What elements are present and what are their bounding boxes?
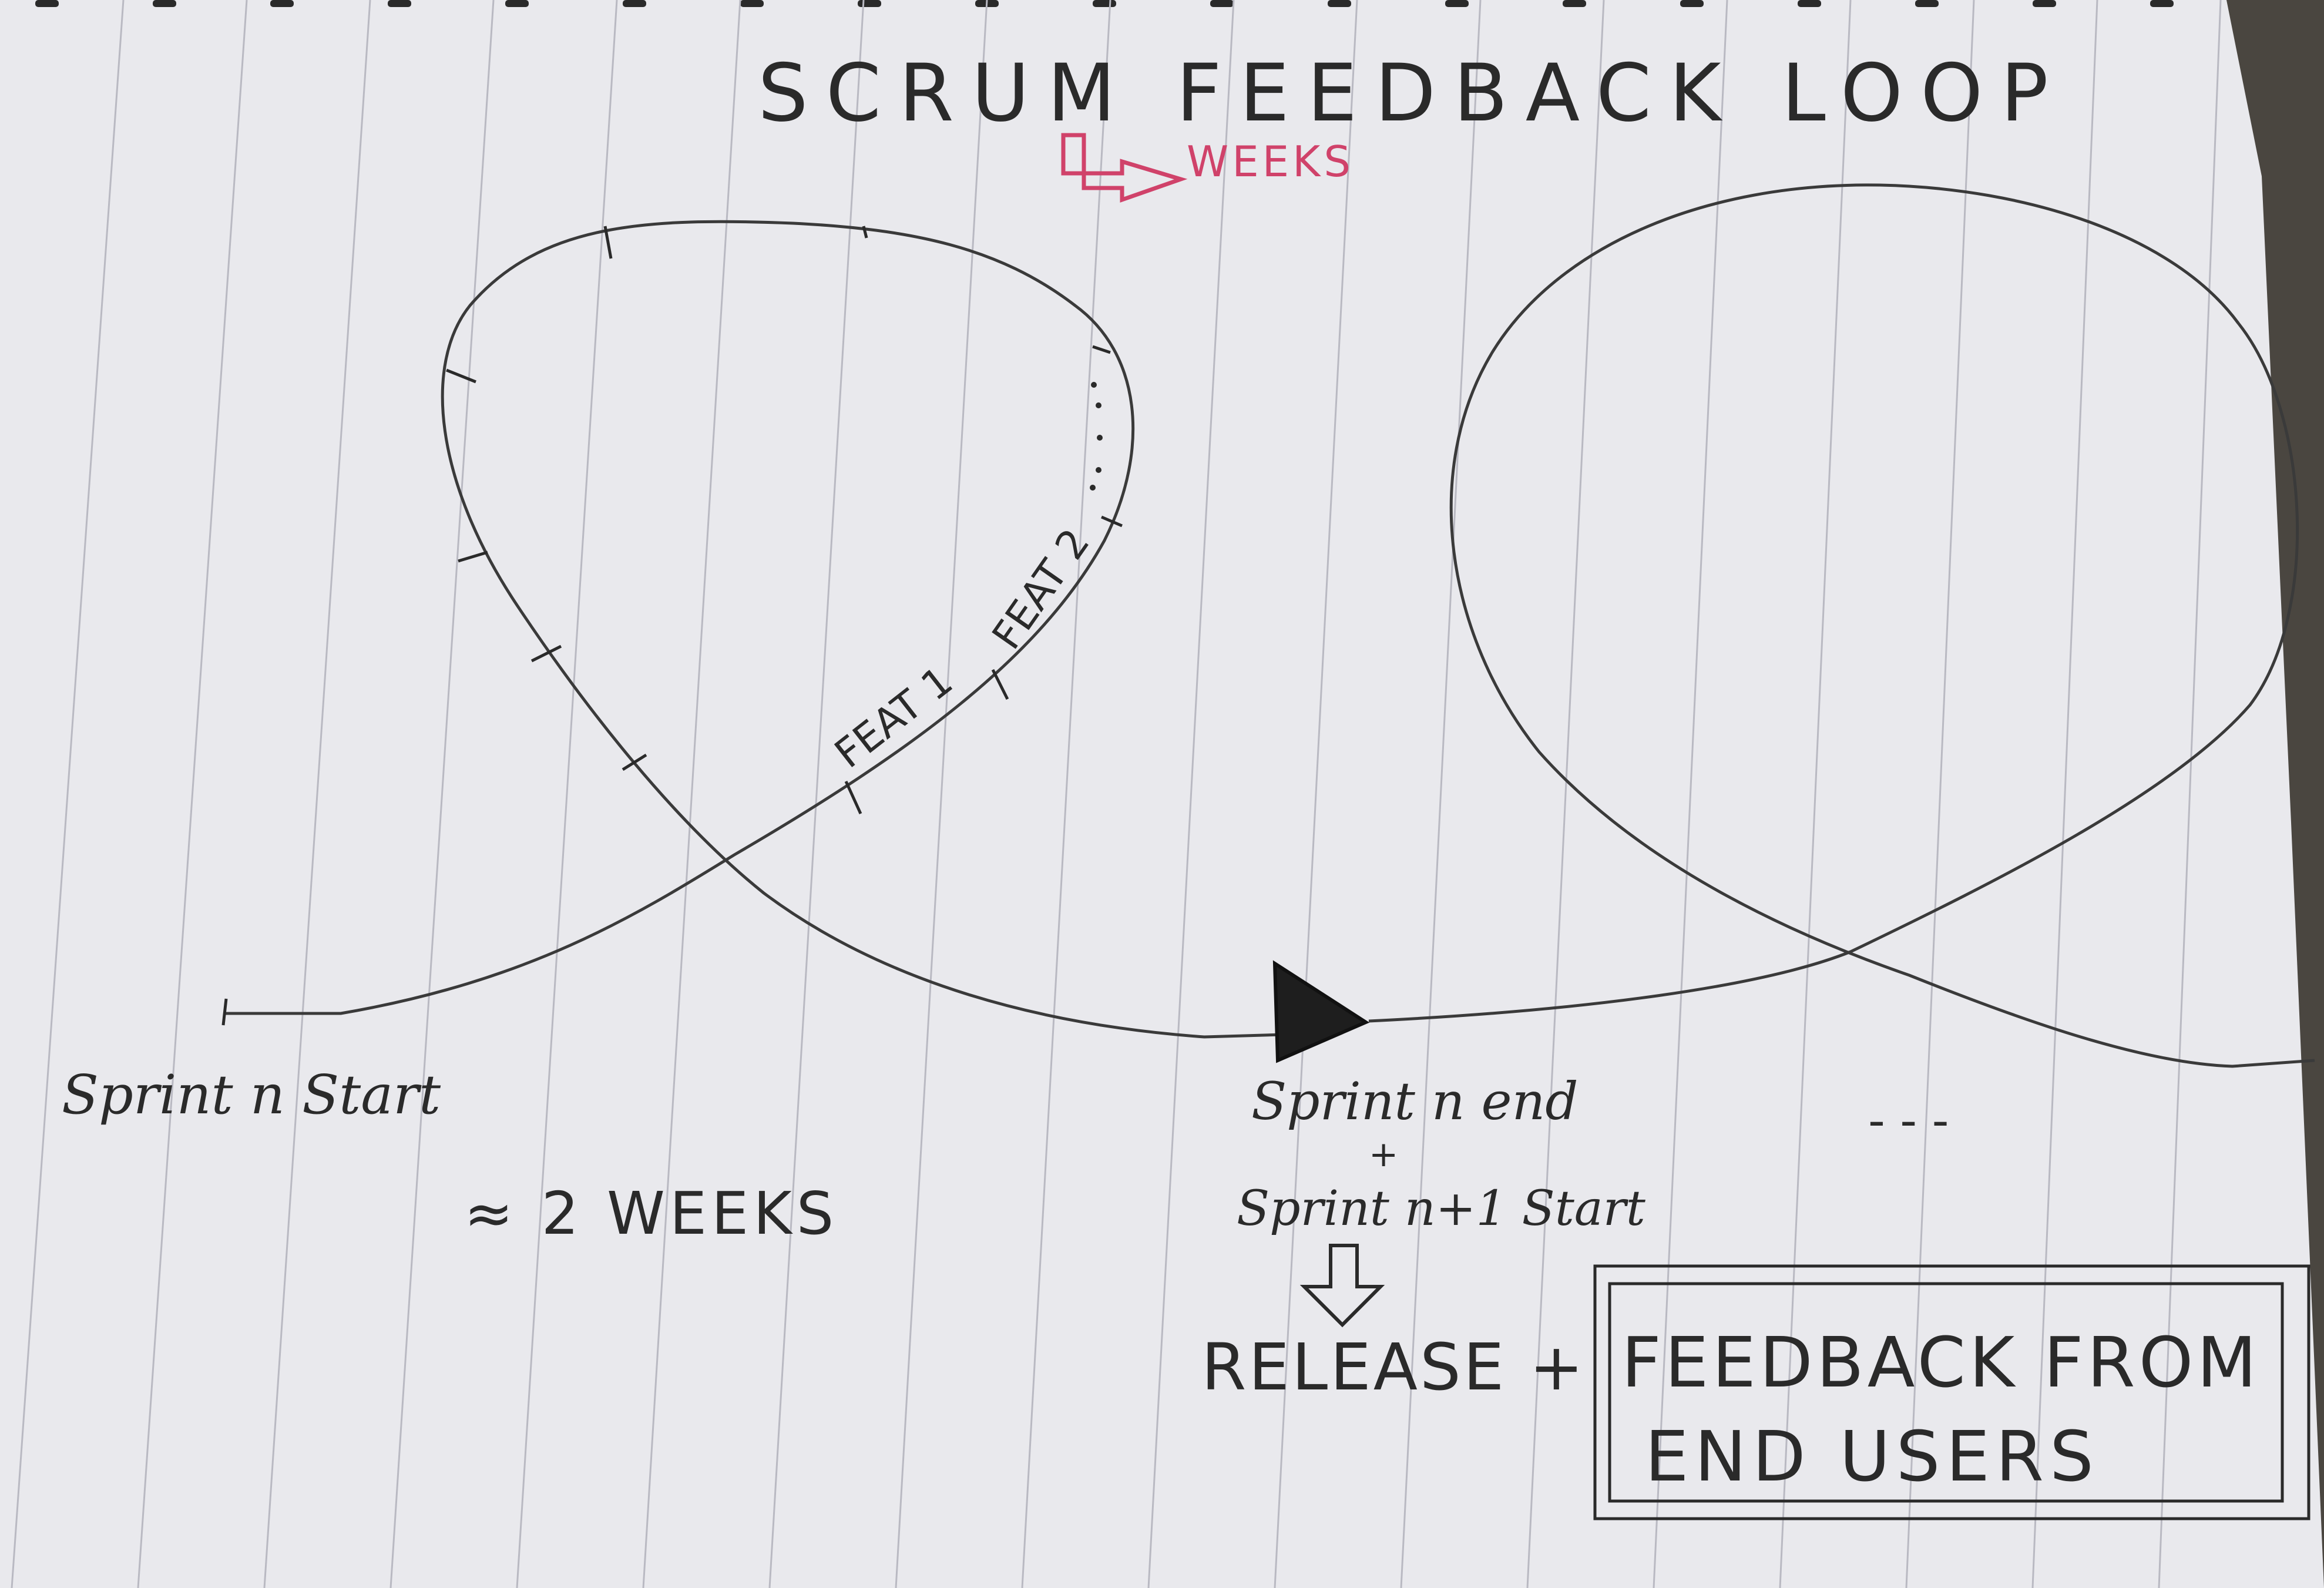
sprint-start-label: Sprint n Start — [62, 1063, 441, 1126]
ruled-lines — [11, 0, 2222, 1588]
weeks-annotation: WEEKS — [1187, 137, 1354, 186]
duration-label: ≈ 2 WEEKS — [464, 1179, 838, 1248]
continuation-dashes: - - - — [1868, 1093, 1949, 1148]
release-label: RELEASE + — [1201, 1330, 1586, 1405]
loop-dots — [1090, 382, 1103, 491]
sprint-loop-2 — [1368, 183, 2315, 1068]
sprint-end-label: Sprint n end — [1251, 1071, 1579, 1132]
red-arrow-icon — [1061, 133, 1188, 203]
next-sprint-start-label: Sprint n+1 Start — [1237, 1181, 1646, 1237]
feedback-box: FEEDBACK FROM END USERS — [1593, 1264, 2310, 1520]
sprint-loop-1 — [223, 220, 1305, 1039]
diagram-title: SCRUM FEEDBACK LOOP — [758, 47, 2066, 139]
feedback-line-1: FEEDBACK FROM — [1621, 1322, 2260, 1403]
loop-tick-marks — [221, 226, 1123, 1026]
down-arrow-icon — [1299, 1244, 1385, 1328]
sprint-end-marker — [1272, 960, 1370, 1063]
plus-sign: + — [1369, 1134, 1398, 1175]
feedback-line-2: END USERS — [1645, 1416, 2100, 1497]
